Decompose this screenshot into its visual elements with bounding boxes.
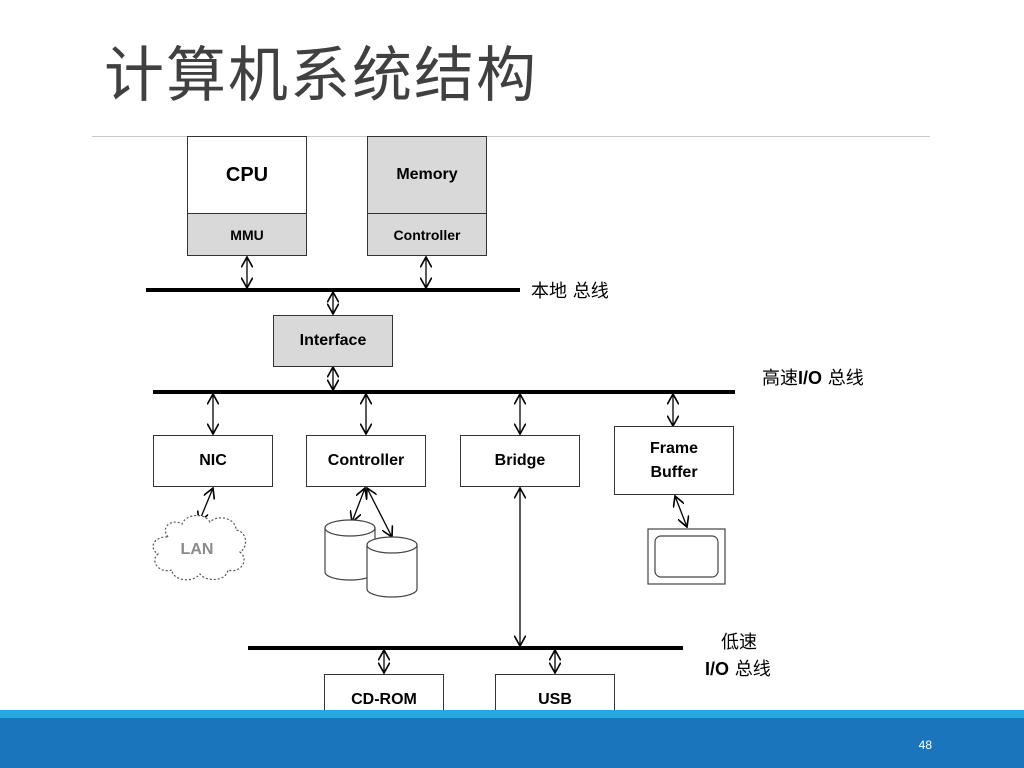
slide-title: 计算机系统结构 [104,41,538,111]
cpu-label: CPU [225,163,269,186]
mmu-box: MMU [187,213,307,256]
cpu-box: CPU [187,136,307,214]
lan-label: LAN [181,541,214,558]
memory-label: Memory [396,166,458,183]
lowspeed-bus-label-line2: I/O 总线 [705,659,771,680]
nic-box: NIC [153,435,273,487]
highspeed-bus-label: 高速I/O 总线 [762,368,864,389]
disk-icon [324,519,376,581]
usb-label: USB [538,691,572,708]
disk-icon [366,536,418,598]
footer-bar [0,718,1024,768]
bridge-label: Bridge [494,452,546,469]
frame-buffer-label-line1: Frame [649,439,699,457]
interface-label: Interface [299,332,367,349]
lowspeed-bus-label-line1: 低速 [721,632,757,653]
framebuffer-monitor-arrow [675,496,687,527]
cdrom-label: CD-ROM [351,691,417,708]
bridge-box: Bridge [460,435,580,487]
title-divider [92,136,930,137]
memory-controller-box: Controller [367,213,487,256]
disk-controller-label: Controller [327,452,405,469]
monitor-icon [647,528,726,585]
controller-disk2-arrow [367,488,392,537]
frame-buffer-label-line2: Buffer [650,463,698,481]
controller-disk1-arrow [352,488,365,522]
interface-box: Interface [273,315,393,367]
nic-label: NIC [199,452,227,469]
frame-buffer-box: Frame Buffer [614,426,734,495]
local-bus-label: 本地 总线 [531,281,609,302]
memory-controller-label: Controller [393,226,461,243]
memory-box: Memory [367,136,487,214]
footer-accent-bar [0,710,1024,718]
disk-controller-box: Controller [306,435,426,487]
lan-cloud-icon [152,514,247,581]
mmu-label: MMU [230,226,264,243]
page-number: 48 [918,738,932,752]
